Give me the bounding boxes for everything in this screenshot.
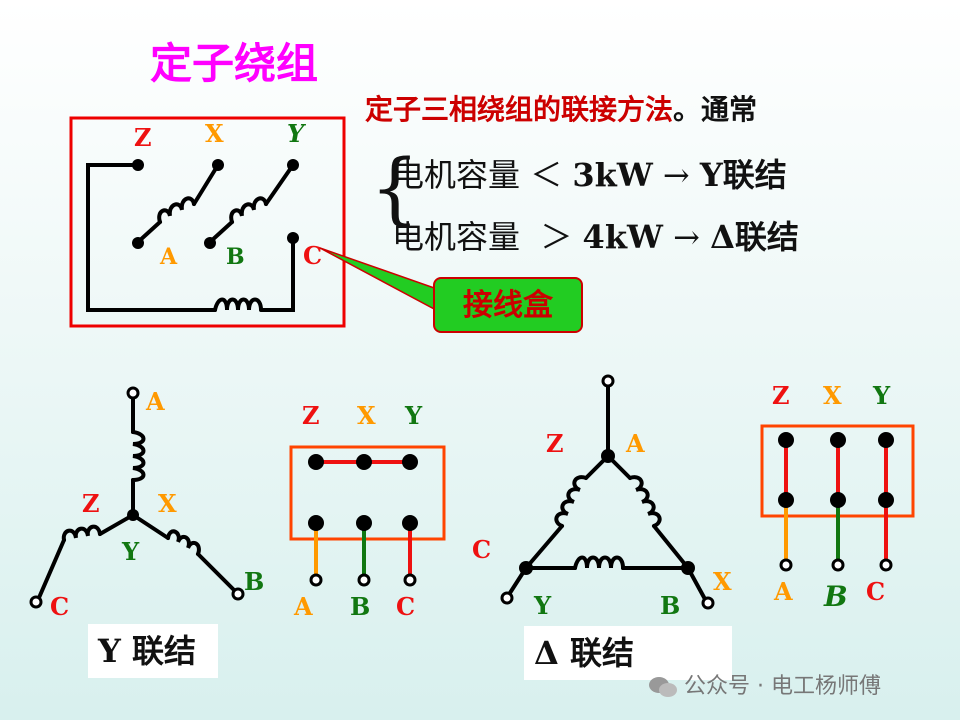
label-a: A (159, 244, 178, 270)
rule-conn: Y联结 (699, 156, 787, 194)
delta-connection-caption: Δ 联结 (524, 626, 732, 680)
y-connection-caption: Y 联结 (88, 624, 218, 678)
page-title: 定子绕组 (150, 39, 319, 88)
ybox-label-y: Y (404, 401, 423, 430)
dbox-label-y: Y (872, 381, 891, 410)
y-box-leads (309, 573, 417, 587)
label-x: X (205, 119, 224, 148)
rule-small-motor: 电机容量 ＜ 3kW → Y联结 (392, 150, 787, 196)
wechat-icon (649, 677, 677, 697)
intro-text: 定子三相绕组的联接方法。通常 (365, 88, 757, 128)
dbox-label-x: X (823, 381, 842, 410)
delta-label-a: A (625, 429, 645, 458)
ybox-label-c: C (396, 592, 415, 621)
y-star-dots (29, 386, 245, 609)
label-z: Z (134, 123, 152, 152)
dbox-label-a: A (773, 577, 793, 606)
delta-label-b: B (660, 591, 680, 620)
rule-value: 4kW (582, 218, 663, 256)
terminal-box-frame (69, 116, 346, 328)
label-y: Y (287, 119, 307, 148)
watermark-text: 公众号 · 电工杨师傅 (684, 674, 881, 699)
junction-box-callout: 接线盒 (433, 277, 583, 333)
ybox-label-a: A (293, 592, 313, 621)
label-c: C (303, 241, 322, 270)
rule-op: ＞ (540, 218, 573, 256)
callout-pointer (319, 247, 441, 312)
y-label-z: Z (82, 489, 100, 518)
delta-dots (500, 374, 715, 610)
terminal-dots (132, 159, 299, 249)
ybox-label-z: Z (302, 401, 320, 430)
winding-layout (86, 163, 295, 312)
delta-box-leads (779, 558, 893, 572)
dbox-label-z: Z (772, 381, 790, 410)
delta-label-c: C (472, 535, 491, 564)
rule-value: 3kW (572, 156, 653, 194)
delta-box-dots (778, 432, 894, 508)
y-label-y: Y (121, 537, 140, 566)
rule-arrow: → (662, 156, 690, 194)
rule-left: 电机容量 (392, 218, 521, 256)
y-label-b: B (244, 567, 264, 596)
ybox-label-b: B (350, 592, 370, 621)
label-b: B (226, 244, 245, 270)
intro-red: 定子三相绕组的联接方法 (365, 93, 674, 126)
rule-conn: Δ联结 (710, 218, 799, 256)
brace-icon: { (370, 144, 420, 234)
rule-op: ＜ (530, 156, 563, 194)
y-box-dots (308, 454, 418, 531)
y-label-x: X (158, 489, 177, 518)
y-label-c: C (50, 592, 69, 621)
ybox-label-x: X (357, 401, 376, 430)
delta-label-x: X (713, 567, 732, 596)
rule-left: 电机容量 (392, 156, 521, 194)
y-label-a: A (145, 387, 165, 416)
delta-label-z: Z (546, 429, 564, 458)
y-star-diagram (36, 395, 238, 602)
rule-arrow: → (673, 218, 700, 256)
rule-large-motor: 电机容量 ＞ 4kW → Δ联结 (392, 212, 799, 258)
dbox-label-b: B (823, 580, 848, 613)
delta-label-y: Y (533, 591, 552, 620)
watermark: 公众号 · 电工杨师傅 (648, 668, 881, 700)
y-terminal-box (289, 445, 446, 541)
intro-black: 。通常 (673, 93, 758, 126)
dbox-label-c: C (866, 577, 885, 606)
delta-diagram (506, 382, 708, 603)
